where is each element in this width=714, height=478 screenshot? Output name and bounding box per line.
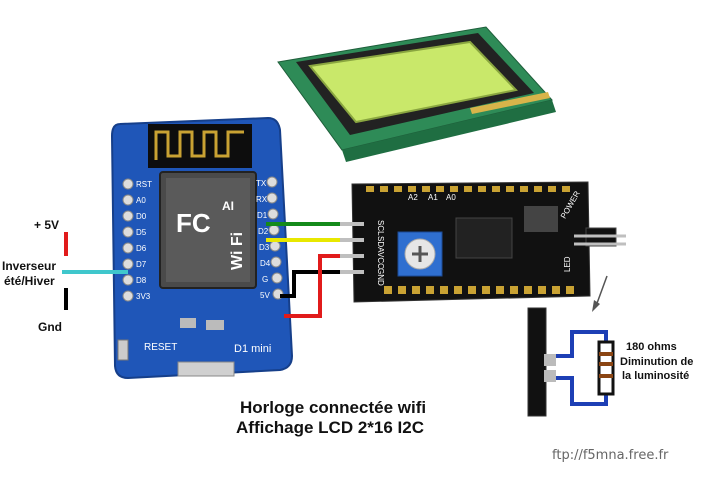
pin-label-g: G: [262, 275, 268, 284]
pin-label-d7: D7: [136, 260, 147, 269]
left-pin-holes: [122, 178, 134, 302]
module-brand: AI: [222, 199, 234, 213]
title-line-1: Horloge connectée wifi: [240, 398, 427, 417]
reset-button-part: [117, 339, 129, 361]
pin-label-tx: TX: [256, 179, 267, 188]
reset-label: RESET: [144, 342, 177, 353]
pin-label-d6: D6: [136, 244, 147, 253]
pin-label-d1: D1: [257, 211, 268, 220]
addr-label-a1: A1: [428, 193, 438, 202]
pin-label-3v3: 3V3: [136, 292, 151, 301]
label-resistor-value: 180 ohms: [626, 341, 677, 353]
addr-label-a0: A0: [446, 193, 456, 202]
switch-wires: [62, 232, 128, 310]
label-plus-5v: + 5V: [34, 218, 60, 232]
wemos-d1-mini-board: FC AI Wi Fi: [110, 116, 294, 380]
transistor: [524, 206, 558, 232]
lcd-header-pins: [470, 92, 550, 114]
led-jumper: [574, 227, 626, 247]
i2c-pin-gnd: GND: [376, 268, 385, 286]
label-inverseur: Inverseur: [2, 259, 57, 273]
pin-label-d4: D4: [260, 259, 271, 268]
label-ete-hiver: été/Hiver: [4, 274, 55, 288]
addr-label-a2: A2: [408, 193, 418, 202]
i2c-backpack-board: A2 A1 A0 SCL SDA VCC GND LED POWER: [332, 181, 626, 303]
i2c-wires: [266, 222, 340, 318]
arrow-head: [592, 300, 600, 312]
title-line-2: Affichage LCD 2*16 I2C: [236, 418, 424, 437]
fc-mark: FC: [176, 208, 211, 238]
led-label: LED: [563, 256, 572, 272]
pin-label-d2: D2: [258, 227, 269, 236]
i2c-pin-scl: SCL: [376, 220, 385, 236]
usb-connector: [177, 361, 235, 377]
pin-label-a0: A0: [136, 196, 146, 205]
label-luminosite: la luminosité: [622, 370, 690, 382]
pin-label-d3: D3: [259, 243, 270, 252]
pin-label-d0: D0: [136, 212, 147, 221]
pin-label-d8: D8: [136, 276, 147, 285]
resistor: [597, 340, 615, 396]
module-wifi-label: Wi Fi: [229, 232, 246, 270]
label-diminution: Diminution de: [620, 356, 694, 368]
label-gnd: Gnd: [38, 320, 62, 334]
lcd-screen: [308, 40, 518, 124]
pin-label-5v: 5V: [260, 291, 270, 300]
lcd-module: [277, 26, 556, 162]
i2c-pin-sda: SDA: [376, 236, 385, 253]
pin-label-rx: RX: [256, 195, 268, 204]
pin-label-d5: D5: [136, 228, 147, 237]
i2c-pin-vcc: VCC: [376, 252, 385, 269]
pin-label-rst: RST: [136, 180, 152, 189]
led-resistor-detail: [527, 275, 615, 417]
i2c-chip: [455, 217, 513, 259]
credit-url: ftp://f5mna.free.fr: [552, 448, 669, 463]
board-name-label: D1 mini: [234, 343, 271, 355]
